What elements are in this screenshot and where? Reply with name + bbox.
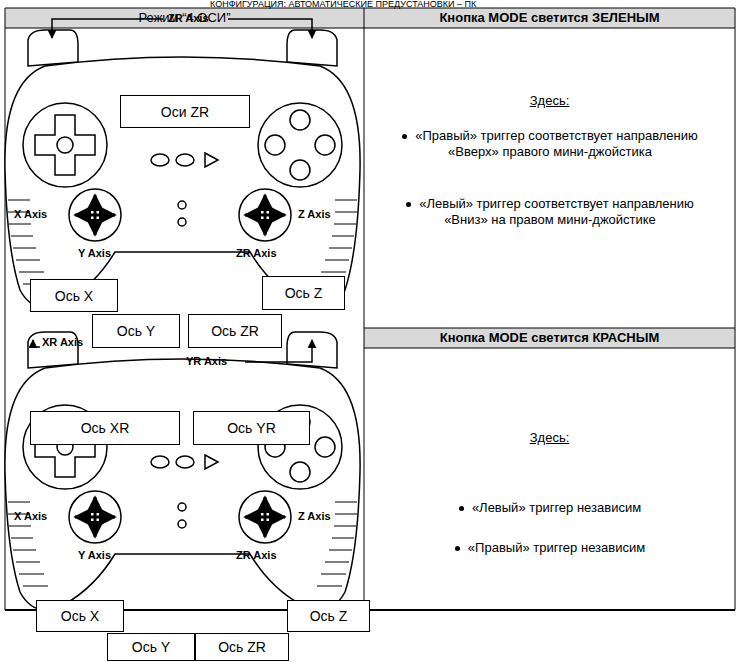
axis-label: ZR Axis xyxy=(236,247,277,259)
axis-name: Ось Z xyxy=(285,285,323,301)
callout-box: Ось XR xyxy=(30,411,180,445)
callout-box: Ось Z xyxy=(262,276,345,310)
axis-name: Ось X xyxy=(61,608,99,624)
axis-name: Ось ZR xyxy=(211,323,259,339)
axis-label-wrap: X Axis xyxy=(14,510,47,524)
axis-label: Z Axis xyxy=(298,208,331,220)
callout-box: Ось ZR xyxy=(188,314,282,348)
bullet-dot xyxy=(406,202,411,207)
axis-label-wrap: YR Axis xyxy=(186,355,227,369)
callout-box: Ось ZR xyxy=(195,633,289,661)
axis-label: ZR Axis xyxy=(236,549,277,561)
note-text: «Левый» триггер соответствует направлени… xyxy=(419,196,694,227)
axis-label-wrap: XR Axis xyxy=(42,336,83,350)
note-text-wrap: «Правый» триггер соответствует направлен… xyxy=(395,128,705,161)
note-heading: Здесь: xyxy=(530,93,570,108)
callout-box: Оси ZR xyxy=(120,95,250,128)
axis-name: Ось Y xyxy=(132,639,170,655)
axis-name: Ось XR xyxy=(81,420,130,436)
axis-label-wrap: Z Axis xyxy=(298,208,331,222)
bullet-dot xyxy=(459,506,464,511)
axis-label-wrap: ZR Axis xyxy=(236,247,277,261)
note-text-wrap: «Левый» триггер соответствует направлени… xyxy=(395,196,705,229)
note-text: «Левый» триггер независим xyxy=(472,500,641,515)
note-heading-wrap: Здесь: xyxy=(364,430,735,446)
axis-label: Y Axis xyxy=(78,247,111,259)
axis-name: Ось ZR xyxy=(218,639,266,655)
axis-label-wrap: X Axis xyxy=(14,208,47,222)
axis-name: Ось X xyxy=(55,288,93,304)
axis-label: Y Axis xyxy=(78,549,111,561)
axis-label: Z Axis xyxy=(298,510,331,522)
bullet-dot xyxy=(402,134,407,139)
callout-box: Ось Y xyxy=(107,633,195,661)
axis-label: ZR Axis xyxy=(168,12,209,24)
axis-label-wrap: Y Axis xyxy=(78,247,111,261)
axis-label-wrap: ZR Axis xyxy=(168,12,209,26)
bullet-dot xyxy=(455,546,460,551)
mode-state-header-wrap: Кнопка MODE светится КРАСНЫМ xyxy=(364,330,735,346)
callout-box: Ось X xyxy=(36,600,124,632)
note-heading: Здесь: xyxy=(530,430,570,445)
axis-label-wrap: ZR Axis xyxy=(236,549,277,563)
axis-label-wrap: Z Axis xyxy=(298,510,331,524)
note-heading-wrap: Здесь: xyxy=(364,93,735,109)
note-text-wrap: «Левый» триггер независим xyxy=(395,500,705,516)
axis-name: Ось Z xyxy=(310,608,348,624)
axis-name: Ось Y xyxy=(117,323,155,339)
page-title: КОНФИГУРАЦИЯ: АВТОМАТИЧЕСКИЕ ПРЕДУСТАНОВ… xyxy=(210,0,476,9)
callout-box: Ось X xyxy=(30,279,118,312)
axis-label: X Axis xyxy=(14,208,47,220)
callout-box: Ось Z xyxy=(287,600,370,632)
note-text: «Правый» триггер соответствует направлен… xyxy=(415,128,698,159)
axis-name: Оси ZR xyxy=(161,104,209,120)
axis-label: X Axis xyxy=(14,510,47,522)
axis-name: Ось YR xyxy=(227,420,276,436)
mode-state-header: Кнопка MODE светится ЗЕЛЕНЫМ xyxy=(439,10,659,25)
callout-box: Ось YR xyxy=(193,411,310,445)
mode-state-header: Кнопка MODE светится КРАСНЫМ xyxy=(440,330,660,345)
mode-state-header-wrap: Кнопка MODE светится ЗЕЛЕНЫМ xyxy=(364,10,735,26)
note-text: «Правый» триггер независим xyxy=(468,540,645,555)
note-text-wrap: «Правый» триггер независим xyxy=(395,540,705,556)
callout-box: Ось Y xyxy=(92,314,180,348)
axis-label: YR Axis xyxy=(186,355,227,367)
axis-label-wrap: Y Axis xyxy=(78,549,111,563)
axis-label: XR Axis xyxy=(42,336,83,348)
